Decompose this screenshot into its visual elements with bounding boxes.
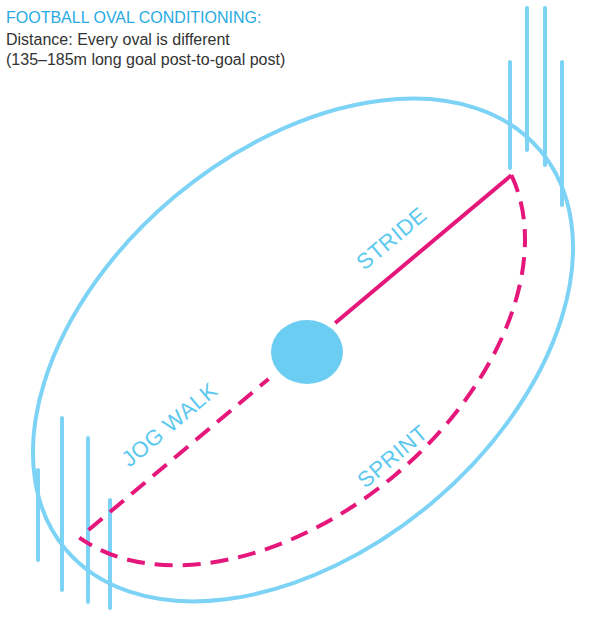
- stride-label: STRIDE: [351, 202, 432, 276]
- centre-circle: [271, 320, 343, 384]
- distance-note: Distance: Every oval is different: [6, 30, 230, 49]
- sprint-path: [79, 175, 600, 626]
- goal-posts: [38, 8, 562, 608]
- heading: FOOTBALL OVAL CONDITIONING:: [6, 8, 261, 27]
- distance-range: (135–185m long goal post-to-goal post): [6, 50, 285, 69]
- sprint-label: SPRINT: [352, 420, 433, 494]
- stride-path: [335, 175, 511, 323]
- jog-walk-label: JOG WALK: [117, 377, 223, 472]
